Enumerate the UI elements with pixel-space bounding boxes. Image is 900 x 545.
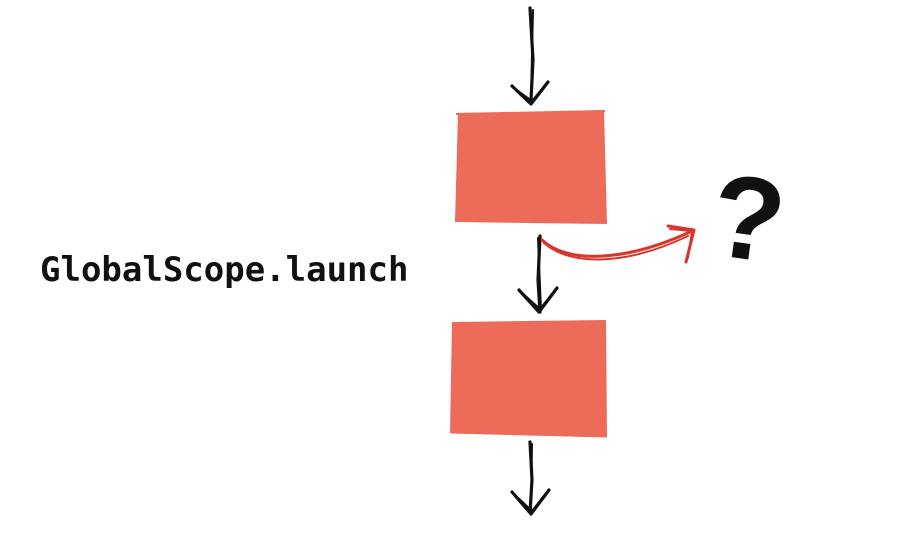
global-scope-launch-label: GlobalScope.launch bbox=[40, 250, 409, 290]
bottom-block bbox=[450, 320, 608, 438]
escape-curved-arrow-icon bbox=[540, 224, 696, 264]
top-arrow-down-icon bbox=[510, 6, 550, 106]
bottom-arrow-down-icon bbox=[510, 440, 551, 516]
top-block bbox=[454, 110, 608, 224]
middle-arrow-down-icon bbox=[517, 234, 559, 314]
